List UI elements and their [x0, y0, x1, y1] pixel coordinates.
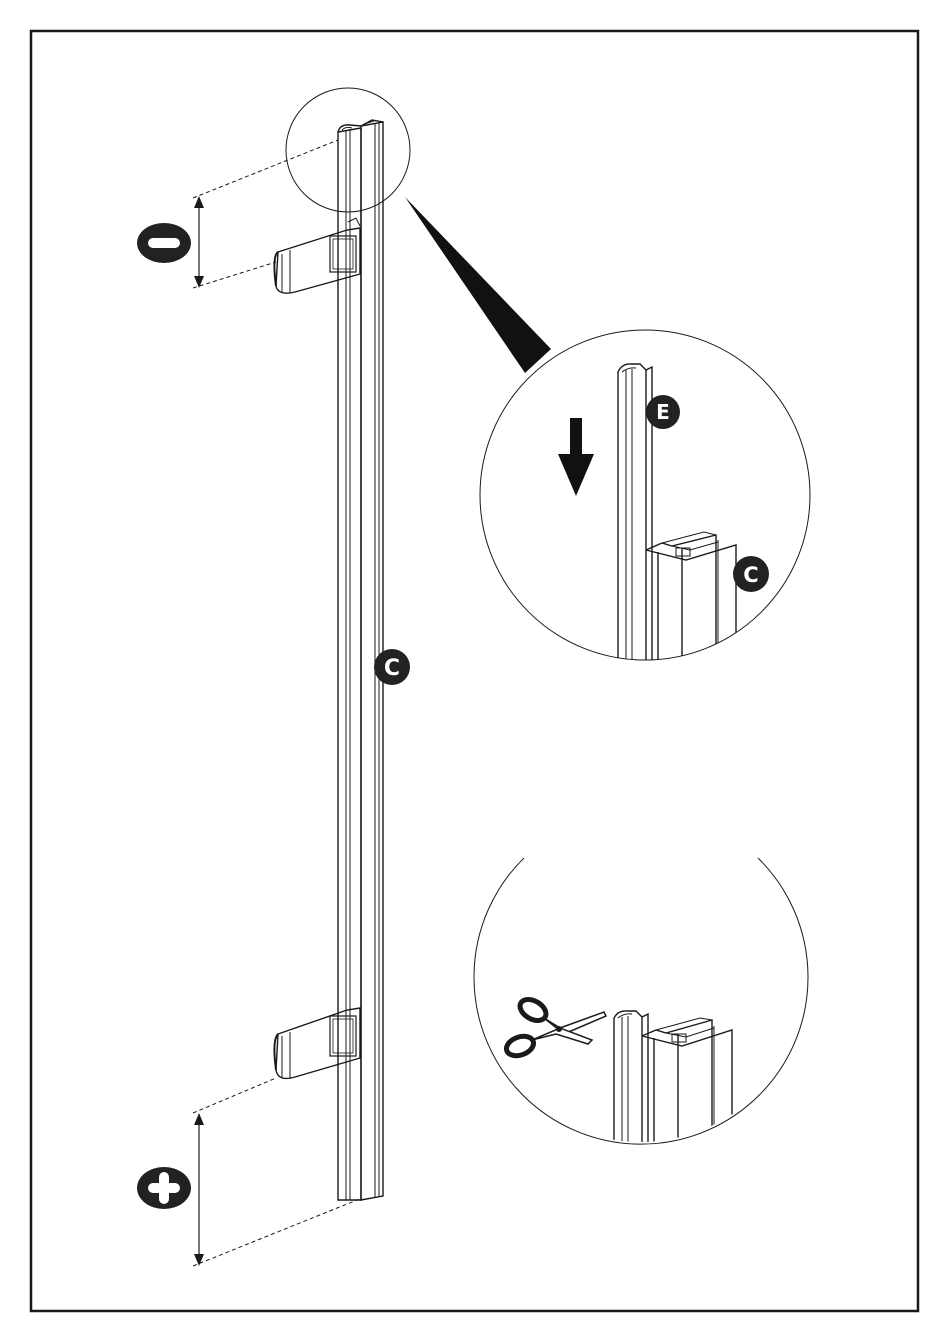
scissors-icon	[504, 995, 606, 1059]
profile-e-label-text: E	[656, 400, 670, 424]
detail-circle-assembly: E C	[480, 330, 810, 700]
profile-c-label-main-text: C	[384, 656, 400, 681]
minus-icon	[137, 223, 191, 263]
cut-detail	[474, 858, 808, 1160]
upper-hinge	[274, 218, 360, 293]
page-frame	[31, 31, 918, 1311]
zoom-source-circle	[286, 88, 410, 212]
profile-c-label-detail: C	[733, 556, 769, 592]
profile-c-label-main: C	[374, 649, 410, 685]
zoom-connector	[405, 197, 551, 373]
plus-dimension	[193, 1078, 362, 1266]
minus-dimension	[193, 140, 338, 288]
lower-hinge	[274, 1008, 360, 1079]
profile-e-label: E	[646, 395, 680, 429]
profile-c-label-detail-text: C	[743, 563, 758, 587]
plus-icon	[137, 1167, 191, 1209]
